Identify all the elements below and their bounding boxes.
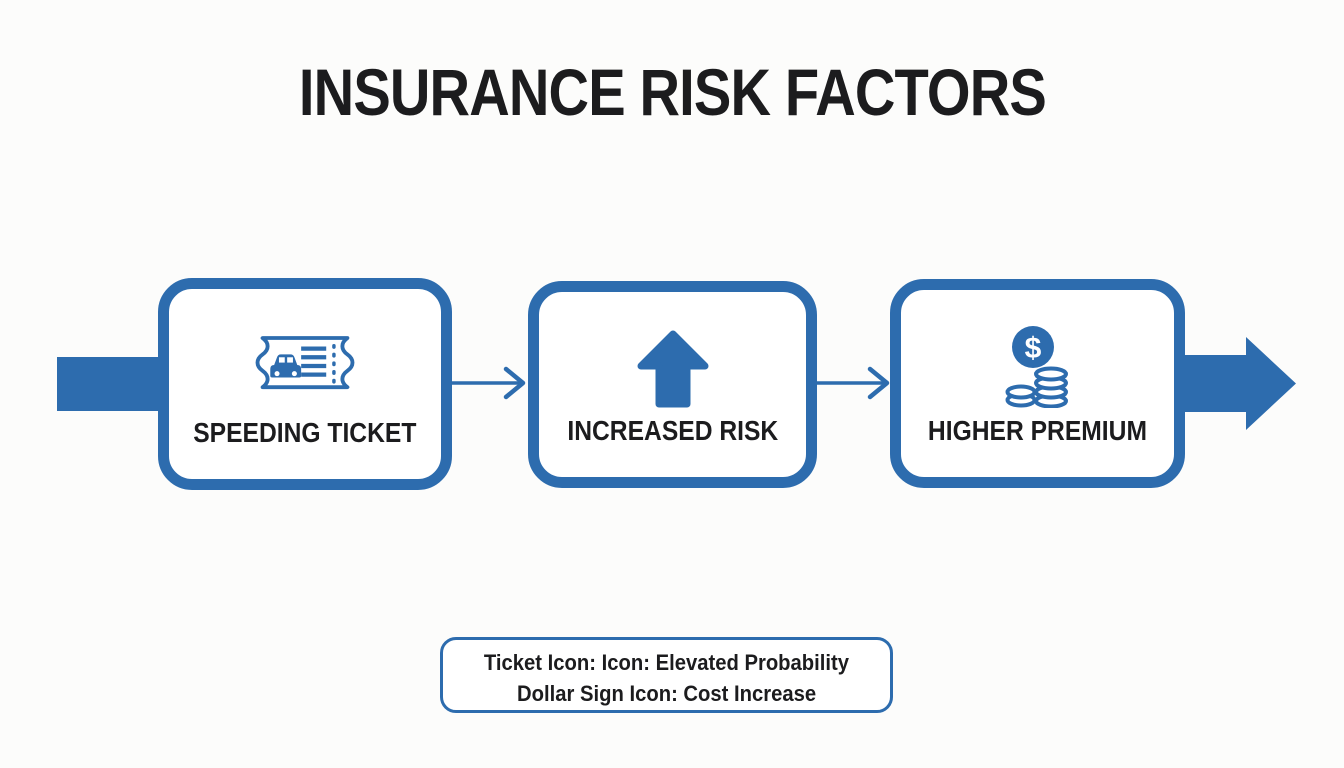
page-title: INSURANCE RISK FACTORS bbox=[0, 54, 1344, 130]
legend-line-2: Dollar Sign Icon: Cost Increase bbox=[443, 678, 890, 709]
car-body bbox=[270, 365, 302, 378]
coin-stack-right bbox=[1033, 366, 1068, 408]
flow-step-higher-premium: $ HIGHER PREMIUM bbox=[890, 279, 1185, 488]
legend-line-1-text: Ticket Icon: Icon: Elevated Probability bbox=[483, 650, 850, 675]
car-window bbox=[278, 357, 285, 363]
step-label: SPEEDING TICKET bbox=[193, 417, 417, 448]
legend-line-1: Ticket Icon: Icon: Elevated Probability bbox=[443, 647, 890, 678]
flow-exit-arrow bbox=[1182, 337, 1296, 430]
dollar-circle bbox=[1011, 326, 1054, 368]
arrow-up-icon bbox=[637, 330, 708, 408]
arrow-up-shape bbox=[637, 330, 708, 408]
connector-arrow-2 bbox=[816, 366, 890, 400]
flow-entry-band bbox=[57, 357, 161, 411]
ticket-text-lines bbox=[301, 346, 327, 377]
ticket-outline bbox=[255, 336, 355, 390]
dollar-sign: $ bbox=[1024, 332, 1041, 365]
connector-head bbox=[503, 366, 526, 400]
exit-arrow-shape bbox=[1182, 337, 1296, 430]
car-wheel bbox=[291, 371, 297, 377]
dollar-coins-icon: $ bbox=[1005, 326, 1068, 408]
step-label-container: INCREASED RISK bbox=[539, 415, 806, 447]
ticket-icon bbox=[255, 336, 355, 390]
car-wheel bbox=[274, 371, 280, 377]
step-label-container: HIGHER PREMIUM bbox=[901, 415, 1174, 447]
car-roof bbox=[274, 354, 298, 365]
page-title-text: INSURANCE RISK FACTORS bbox=[298, 55, 1046, 129]
connector-head bbox=[867, 366, 890, 400]
step-label: HIGHER PREMIUM bbox=[927, 415, 1148, 446]
flow-step-speeding-ticket: SPEEDING TICKET bbox=[158, 278, 452, 490]
coin-stack-left bbox=[1005, 384, 1036, 408]
legend-box: Ticket Icon: Icon: Elevated Probability … bbox=[440, 637, 893, 713]
connector-arrow-1 bbox=[452, 366, 526, 400]
step-label: INCREASED RISK bbox=[567, 415, 778, 446]
legend-line-2-text: Dollar Sign Icon: Cost Increase bbox=[516, 681, 817, 706]
car-window bbox=[287, 357, 293, 363]
step-label-container: SPEEDING TICKET bbox=[169, 417, 441, 449]
flow-step-increased-risk: INCREASED RISK bbox=[528, 281, 817, 488]
